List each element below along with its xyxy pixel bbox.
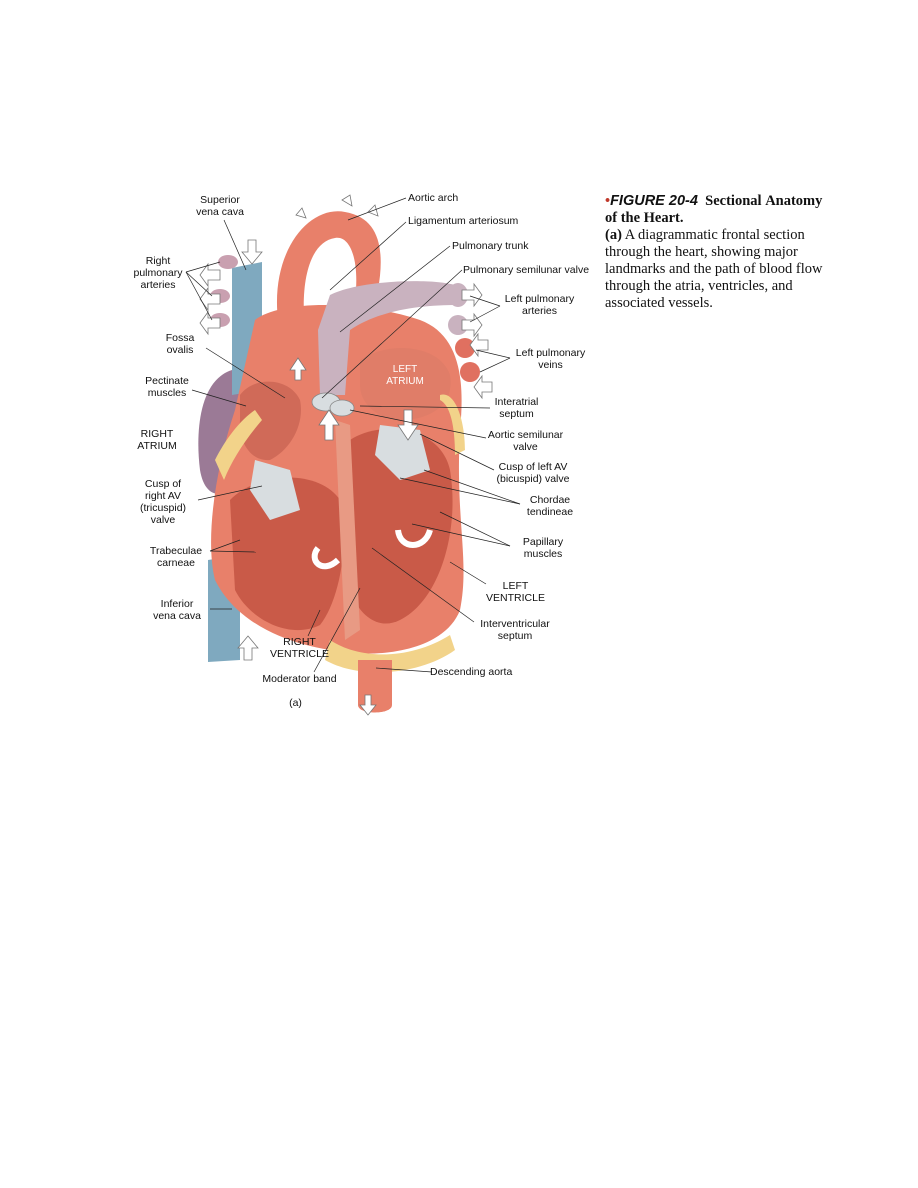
label-superior-vena-cava: Superior vena cava xyxy=(196,194,244,218)
caption-title-part1: Sectional xyxy=(705,193,762,209)
label-pulmonary-trunk: Pulmonary trunk xyxy=(452,240,529,252)
label-right-atrium: RIGHT ATRIUM xyxy=(137,428,177,452)
figure-caption: •FIGURE 20-4 Sectional Anatomy of the He… xyxy=(605,193,830,312)
label-aortic-semilunar-valve: Aortic semilunar valve xyxy=(487,429,564,453)
label-right-pulmonary-arteries: Right pulmonary arteries xyxy=(133,255,183,291)
caption-description: A diagrammatic frontal section through t… xyxy=(605,227,823,311)
pulmonary-trunk-shape xyxy=(318,281,458,395)
label-part-a: (a) xyxy=(289,697,302,709)
label-inferior-vena-cava: Inferior vena cava xyxy=(153,598,201,622)
leader-lines xyxy=(185,197,521,673)
fat-band-right xyxy=(440,394,465,455)
label-pectinate-muscles: Pectinate muscles xyxy=(145,375,189,399)
flow-curve-right xyxy=(311,546,341,570)
label-right-ventricle: RIGHT VENTRICLE xyxy=(270,636,329,660)
fat-band-left xyxy=(215,410,262,480)
aortic-arch xyxy=(276,211,381,330)
caption-part-label: (a) xyxy=(605,227,622,243)
left-pulmonary-artery-1 xyxy=(448,283,468,307)
aortic-valve-shape xyxy=(329,399,355,417)
interventricular-septum-shape xyxy=(335,420,360,640)
right-ventricle-chamber xyxy=(230,477,344,631)
right-atrium-chamber xyxy=(239,381,301,461)
label-moderator-band: Moderator band xyxy=(262,673,337,685)
label-descending-aorta: Descending aorta xyxy=(430,666,513,678)
label-left-pulmonary-arteries: Left pulmonary arteries xyxy=(504,293,575,317)
caption-title-part2: Anatomy of the Heart. xyxy=(605,193,823,226)
left-pulmonary-vein-2 xyxy=(460,362,480,382)
left-ventricle-chamber xyxy=(345,428,453,624)
label-left-pulmonary-veins: Left pulmonary veins xyxy=(515,347,586,371)
label-interventricular-septum: Interventricular septum xyxy=(480,618,550,642)
flow-curve-left xyxy=(395,528,433,548)
label-left-ventricle: LEFT VENTRICLE xyxy=(486,580,545,604)
label-fossa-ovalis: Fossa ovalis xyxy=(165,332,195,356)
caption-bullet: • xyxy=(605,193,611,209)
tricuspid-valve-shape xyxy=(250,460,300,520)
left-pulmonary-vein-1 xyxy=(455,338,475,358)
bicuspid-valve-shape xyxy=(375,425,430,480)
label-interatrial-septum: Interatrial septum xyxy=(494,396,539,420)
label-pulmonary-semilunar-valve: Pulmonary semilunar valve xyxy=(463,264,590,276)
left-atrium-chamber xyxy=(360,348,451,420)
label-left-atrium: LEFT ATRIUM xyxy=(386,364,424,387)
label-cusp-right-av: Cusp of right AV (tricuspid) valve xyxy=(139,478,187,526)
label-chordae-tendineae: Chordae tendineae xyxy=(526,494,574,518)
fat-band xyxy=(325,635,455,673)
label-trabeculae-carneae: Trabeculae carneae xyxy=(149,545,203,569)
label-aortic-arch: Aortic arch xyxy=(408,192,459,204)
figure-number: FIGURE 20-4 xyxy=(610,193,698,209)
flow-arrows xyxy=(199,194,493,716)
right-pulmonary-artery-1 xyxy=(218,255,238,269)
label-ligamentum-arteriosum: Ligamentum arteriosum xyxy=(408,215,519,227)
label-papillary-muscles: Papillary muscles xyxy=(522,536,564,560)
label-cusp-left-av: Cusp of left AV (bicuspid) valve xyxy=(496,461,570,485)
